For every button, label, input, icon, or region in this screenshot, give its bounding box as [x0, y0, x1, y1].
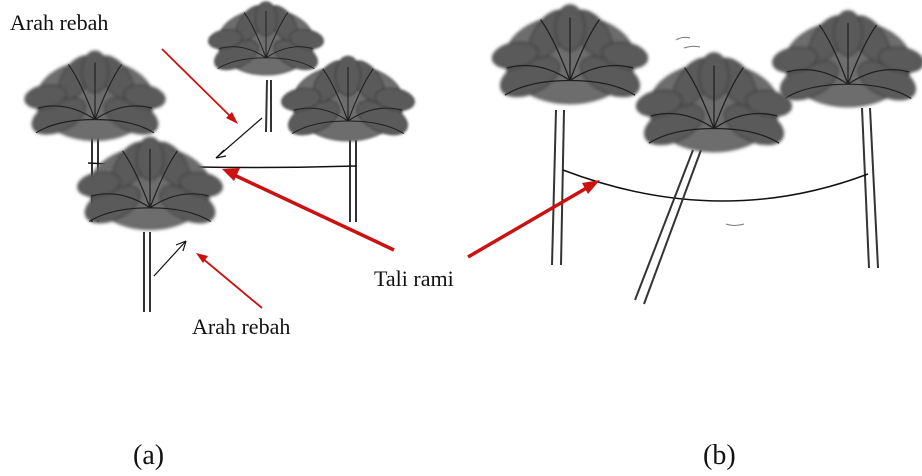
rope-b — [563, 170, 868, 201]
label-arah-rebah-bottom: Arah rebah — [192, 316, 290, 338]
fall-direction-arrow-bottom — [154, 241, 186, 276]
palm-tree-b-leaning — [634, 52, 793, 304]
pointer-arrow-tali-a — [222, 168, 394, 250]
panel-b — [468, 4, 922, 304]
caption-panel-b: (b) — [703, 442, 736, 470]
label-arah-rebah-top: Arah rebah — [10, 12, 108, 34]
label-tali-rami: Tali rami — [374, 268, 454, 290]
palm-tree-a-right — [280, 55, 416, 222]
palm-tree-b-left — [490, 4, 649, 265]
fall-direction-arrow-top — [216, 118, 262, 158]
panel-a — [23, 1, 416, 312]
caption-panel-a: (a) — [133, 442, 164, 470]
pointer-arrow-tali-b — [468, 180, 600, 257]
palm-tree-b-right — [771, 9, 922, 268]
pointer-arrow-arah-bottom — [196, 253, 262, 308]
